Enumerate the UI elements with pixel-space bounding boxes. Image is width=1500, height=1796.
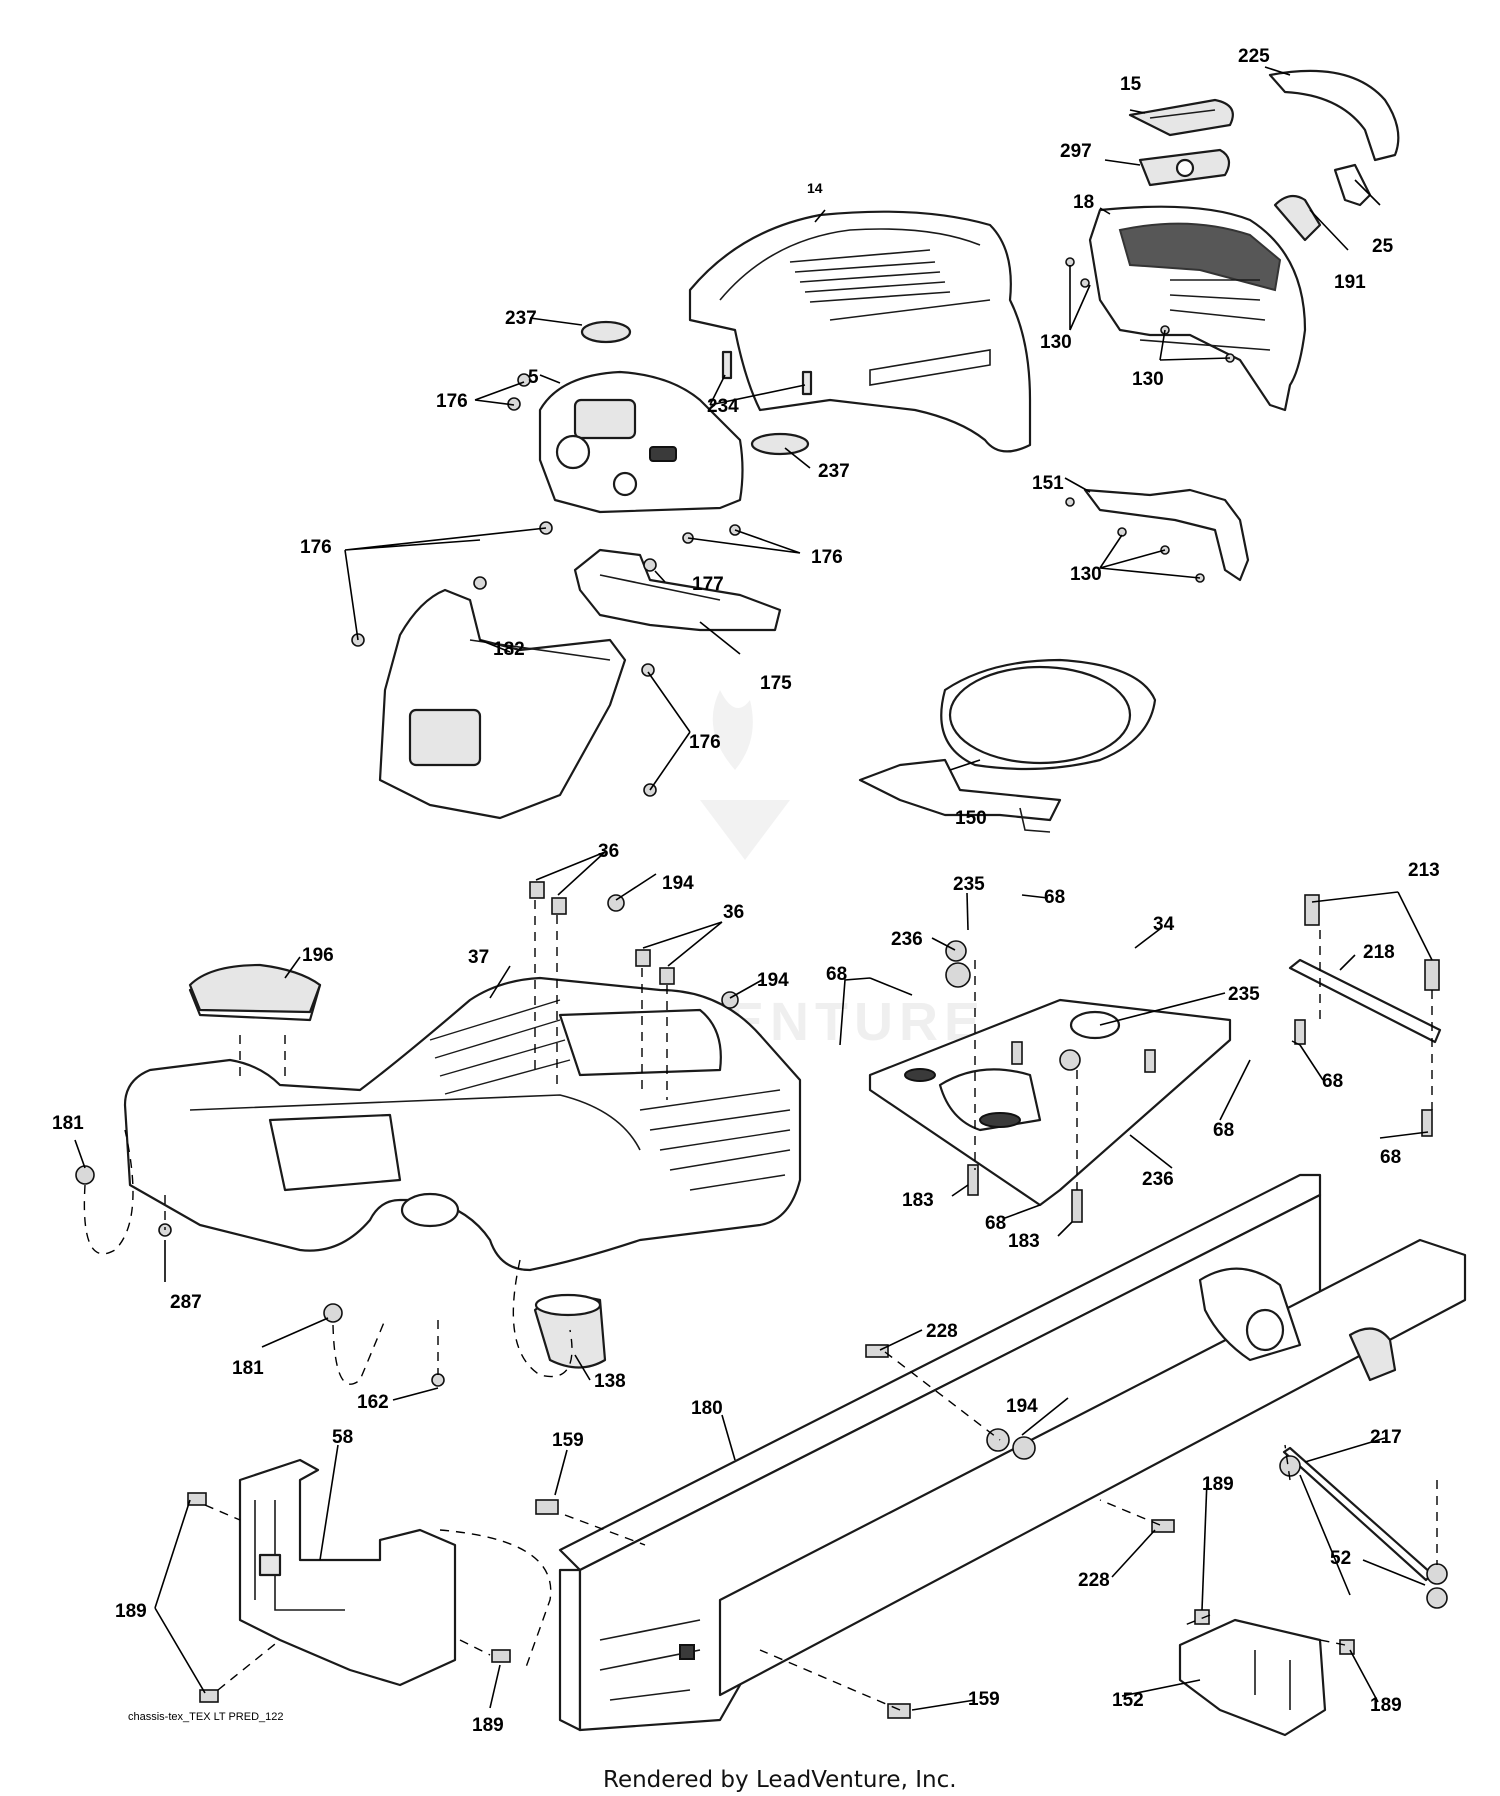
callout-194-a: 194 — [662, 873, 694, 894]
callout-237-b: 237 — [818, 461, 850, 482]
callout-36-a: 36 — [598, 841, 619, 862]
mount-plate-part[interactable] — [868, 940, 1232, 1207]
callout-18: 18 — [1073, 192, 1094, 213]
callout-labels: 14 15 225 297 18 25 191 130 130 130 237 … — [52, 46, 1440, 1736]
callout-194-b: 194 — [757, 970, 789, 991]
callout-189-c: 189 — [472, 1715, 504, 1736]
callout-34: 34 — [1153, 914, 1175, 935]
callout-189-b: 189 — [115, 1601, 147, 1622]
pedal-cover-part[interactable] — [378, 588, 627, 820]
callout-228-a: 228 — [926, 1321, 958, 1342]
dash-support-part[interactable] — [573, 548, 782, 632]
callout-177: 177 — [692, 574, 724, 595]
callout-213: 213 — [1408, 860, 1440, 881]
callout-15: 15 — [1120, 74, 1142, 95]
callout-14: 14 — [807, 180, 823, 196]
bracket-part[interactable] — [1083, 488, 1250, 582]
callout-68-d: 68 — [985, 1213, 1006, 1234]
callout-235-b: 235 — [1228, 984, 1260, 1005]
callout-182: 182 — [493, 639, 525, 660]
callout-5: 5 — [528, 367, 539, 388]
callout-183-b: 183 — [1008, 1231, 1040, 1252]
callout-189-a: 189 — [1202, 1474, 1234, 1495]
callout-152: 152 — [1112, 1690, 1144, 1711]
fender-trim-part[interactable] — [188, 963, 322, 1014]
screw-part[interactable] — [1065, 257, 1235, 583]
clip-part[interactable] — [721, 350, 813, 396]
grommet-part[interactable] — [533, 1293, 607, 1369]
grille-part[interactable] — [1088, 205, 1307, 412]
callout-68-a: 68 — [1044, 887, 1065, 908]
light-bracket-part[interactable] — [1333, 163, 1372, 207]
callout-189-d: 189 — [1370, 1695, 1402, 1716]
hood-part[interactable] — [688, 210, 1032, 453]
callout-176-a: 176 — [436, 391, 468, 412]
light-part[interactable] — [1273, 194, 1322, 242]
callout-52: 52 — [1330, 1548, 1351, 1569]
callout-196: 196 — [302, 945, 334, 966]
callout-36-b: 36 — [723, 902, 744, 923]
callout-37: 37 — [468, 947, 489, 968]
fastener-part[interactable] — [75, 881, 739, 1387]
callout-236-a: 236 — [891, 929, 923, 950]
callout-297: 297 — [1060, 141, 1092, 162]
callout-138: 138 — [594, 1371, 626, 1392]
callout-180: 180 — [691, 1398, 723, 1419]
dashed-lines — [83, 900, 1438, 1711]
callout-228-b: 228 — [1078, 1570, 1110, 1591]
callout-176-b: 176 — [300, 537, 332, 558]
frame-part[interactable] — [558, 1173, 1467, 1732]
callout-183-a: 183 — [902, 1190, 934, 1211]
callout-68-e: 68 — [1322, 1071, 1343, 1092]
callout-237-a: 237 — [505, 308, 537, 329]
callout-218: 218 — [1363, 942, 1395, 963]
callout-159-a: 159 — [552, 1430, 584, 1451]
callout-150: 150 — [955, 808, 987, 829]
callout-68-f: 68 — [1380, 1147, 1401, 1168]
callout-194-c: 194 — [1006, 1396, 1038, 1417]
callout-130-c: 130 — [1070, 564, 1102, 585]
front-bracket-part[interactable] — [238, 1458, 457, 1687]
callout-176-c: 176 — [811, 547, 843, 568]
callout-58: 58 — [332, 1427, 353, 1448]
callout-191: 191 — [1334, 272, 1366, 293]
screw-part[interactable] — [187, 1492, 1355, 1703]
rod-part[interactable] — [1279, 1446, 1448, 1609]
callout-68-c: 68 — [1213, 1120, 1234, 1141]
callout-176-d: 176 — [689, 732, 721, 753]
callout-225: 225 — [1238, 46, 1270, 67]
footer-credit: Rendered by LeadVenture, Inc. — [603, 1767, 957, 1793]
callout-235-a: 235 — [953, 874, 985, 895]
shield-part[interactable] — [1178, 1618, 1327, 1737]
callout-287: 287 — [170, 1292, 202, 1313]
callout-181-a: 181 — [52, 1113, 84, 1134]
trim-part[interactable] — [1268, 69, 1400, 162]
callout-175: 175 — [760, 673, 792, 694]
callout-159-b: 159 — [968, 1689, 1000, 1710]
plug-part[interactable] — [580, 320, 810, 456]
leader-lines — [74, 66, 1433, 1711]
callout-234: 234 — [707, 396, 739, 417]
callout-217: 217 — [1370, 1427, 1402, 1448]
tray-part[interactable] — [858, 658, 1157, 833]
callout-162: 162 — [357, 1392, 389, 1413]
diagram-caption: chassis-tex_TEX LT PRED_122 — [128, 1711, 284, 1723]
callout-68-b: 68 — [826, 964, 847, 985]
callout-130-b: 130 — [1132, 369, 1164, 390]
headlight-lens-part[interactable] — [1128, 98, 1234, 137]
callout-181-b: 181 — [232, 1358, 264, 1379]
dash-panel-part[interactable] — [538, 370, 744, 514]
callout-130-a: 130 — [1040, 332, 1072, 353]
callout-25: 25 — [1372, 236, 1394, 257]
fender-part[interactable] — [123, 973, 802, 1272]
badge-part[interactable] — [1138, 148, 1231, 187]
callout-236-b: 236 — [1142, 1169, 1174, 1190]
callout-151: 151 — [1032, 473, 1064, 494]
